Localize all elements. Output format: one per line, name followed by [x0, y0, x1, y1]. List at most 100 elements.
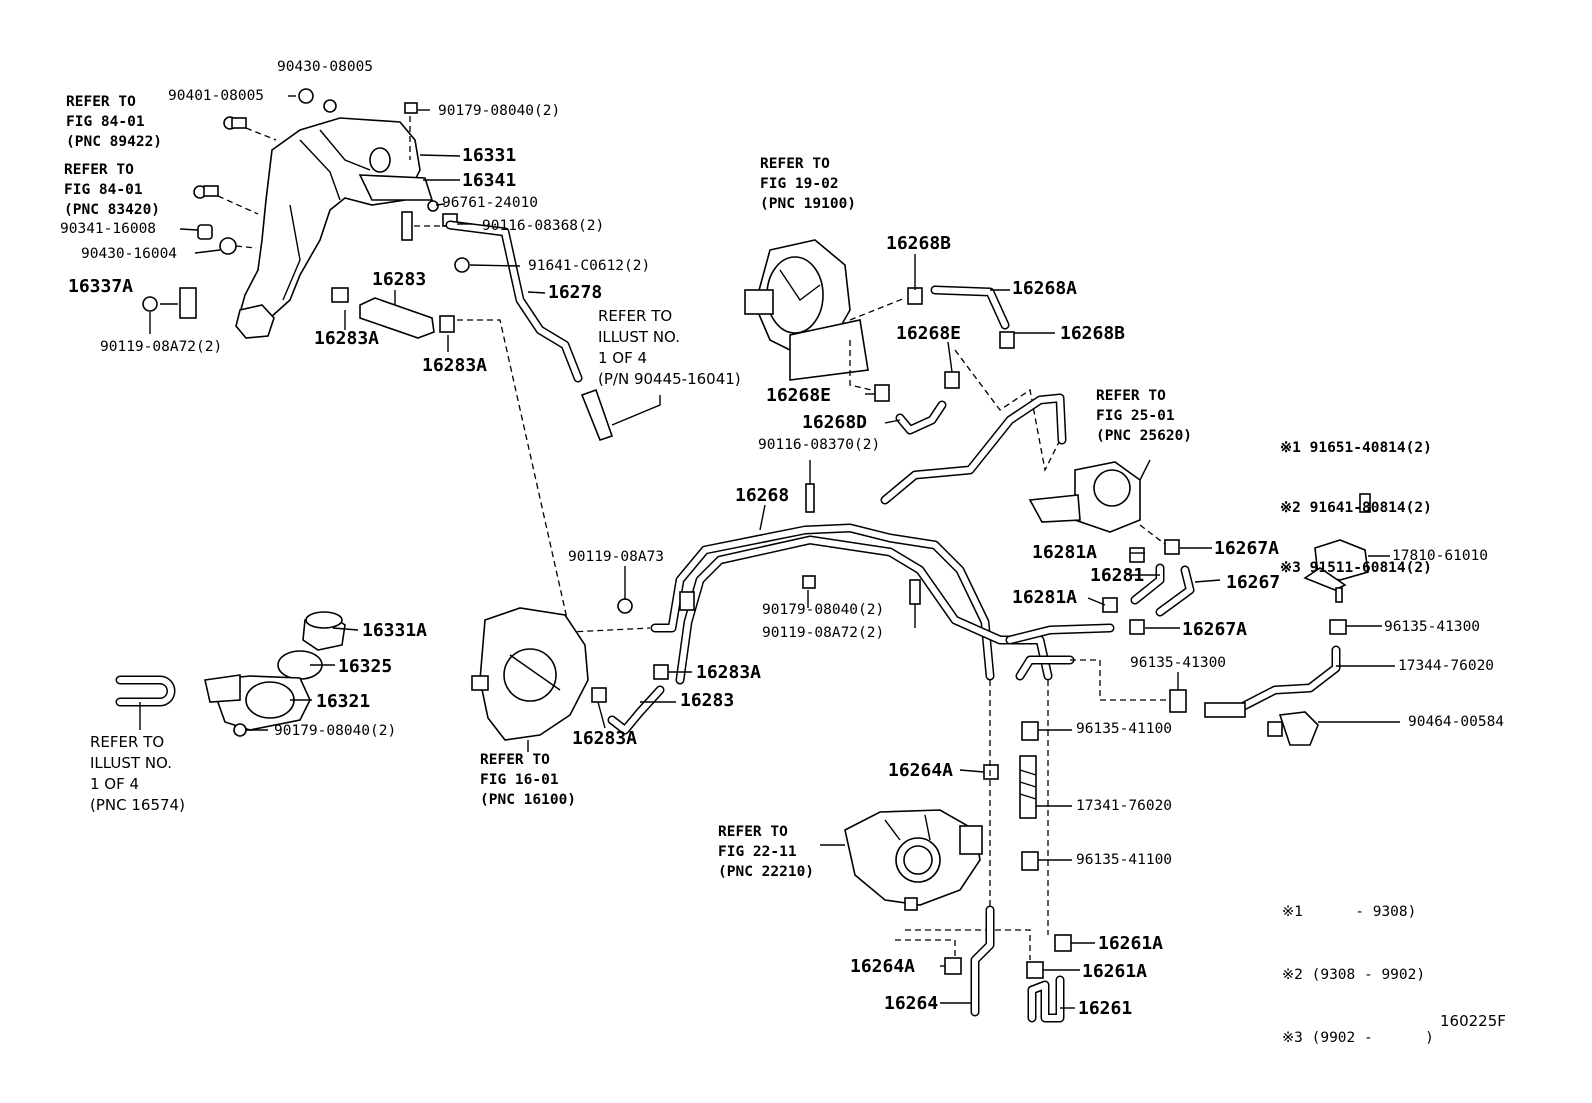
ref-line: REFER TO — [598, 307, 673, 325]
dashed-leaders-top-left — [217, 116, 651, 633]
part-label: 96761-24010 — [442, 195, 539, 211]
diagram-id: 160225F — [1440, 1012, 1506, 1030]
ref-line: ILLUST NO. — [90, 754, 173, 772]
part-label: 91641-C0612(2) — [528, 258, 651, 274]
reference-note-fig84-83420: REFER TO FIG 84-01 (PNC 83420) — [64, 160, 160, 220]
ref-line: REFER TO — [480, 752, 550, 768]
vsv-valve — [1028, 461, 1141, 533]
variant-date-line: ※3 (9902 - ) — [1282, 1030, 1434, 1046]
part-label: 16264A — [888, 760, 954, 781]
ref-line: (PNC 22210) — [718, 864, 815, 880]
throttle-body — [844, 809, 983, 911]
ref-line: REFER TO — [718, 824, 788, 840]
ref-line: FIG 19-02 — [760, 176, 839, 192]
ref-line: FIG 84-01 — [66, 114, 145, 130]
part-label: 90119-08A72(2) — [100, 339, 223, 355]
ref-line: FIG 84-01 — [64, 182, 143, 198]
variant-date-line: ※2 (9308 - 9902) — [1282, 967, 1426, 983]
part-label: 16283A — [572, 728, 638, 749]
part-label: 16278 — [548, 282, 603, 303]
part-label: 90116-08370(2) — [758, 437, 881, 453]
part-label: 17344-76020 — [1398, 658, 1495, 674]
reference-note-illust-90445: REFER TO ILLUST NO. 1 OF 4 (P/N 90445-16… — [598, 306, 741, 390]
part-label: 96135-41300 — [1130, 655, 1227, 671]
part-label: 16281A — [1032, 542, 1098, 563]
ref-line: FIG 22-11 — [718, 844, 797, 860]
reference-note-fig22: REFER TO FIG 22-11 (PNC 22210) — [718, 822, 814, 882]
ref-line: REFER TO — [64, 162, 134, 178]
part-label: 90179-08040(2) — [438, 103, 561, 119]
ref-line: REFER TO — [66, 94, 136, 110]
part-label: 16264 — [884, 993, 939, 1014]
reference-note-illust-16574: REFER TO ILLUST NO. 1 OF 4 (PNC 16574) — [90, 732, 185, 816]
part-label: 16283A — [422, 355, 488, 376]
part-label: 90179-08040(2) — [762, 602, 885, 618]
reference-note-fig16: REFER TO FIG 16-01 (PNC 16100) — [480, 750, 576, 810]
reference-note-fig25: REFER TO FIG 25-01 (PNC 25620) — [1096, 386, 1192, 446]
part-label: 90430-08005 — [277, 59, 374, 75]
thermostat-group — [204, 611, 346, 737]
ref-line: (PNC 89422) — [66, 134, 163, 150]
ref-line: (PNC 25620) — [1096, 428, 1193, 444]
reference-note-fig19: REFER TO FIG 19-02 (PNC 19100) — [760, 154, 856, 214]
part-label: 16267A — [1182, 619, 1248, 640]
leader-lines — [139, 95, 1400, 1009]
part-label: 90401-08005 — [168, 88, 265, 104]
reference-note-fig84-89422: REFER TO FIG 84-01 (PNC 89422) — [66, 92, 162, 152]
part-label: 16261 — [1078, 998, 1133, 1019]
ref-line: (PNC 19100) — [760, 196, 857, 212]
variant-part-list: ※1 91651-40814(2) ※2 91641-80814(2) ※3 9… — [1280, 398, 1432, 598]
variant-date-legend: ※1 - 9308) ※2 (9308 - 9902) ※3 (9902 - ) — [1282, 860, 1434, 1070]
ref-line: (PNC 83420) — [64, 202, 161, 218]
ref-line: REFER TO — [1096, 388, 1166, 404]
part-label: 16268B — [1060, 323, 1126, 344]
part-label: 90119-08A72(2) — [762, 625, 885, 641]
part-label: 16268A — [1012, 278, 1078, 299]
part-label: 16267 — [1226, 572, 1281, 593]
part-label: 96135-41100 — [1076, 721, 1173, 737]
ref-line: FIG 25-01 — [1096, 408, 1175, 424]
part-label: 16264A — [850, 956, 916, 977]
variant-line: ※2 91641-80814(2) — [1280, 500, 1432, 516]
small-fittings-top-left — [142, 88, 470, 333]
part-label: 16283 — [680, 690, 735, 711]
part-label: 16331A — [362, 620, 428, 641]
ref-line: 1 OF 4 — [598, 349, 648, 367]
variant-line: ※1 91651-40814(2) — [1280, 440, 1432, 456]
variant-line: ※3 91511-60814(2) — [1280, 560, 1432, 576]
part-label: 90119-08A73 — [568, 549, 665, 565]
ref-line: (PNC 16574) — [90, 796, 185, 814]
ref-line: REFER TO — [760, 156, 830, 172]
vacuum-pump — [744, 239, 869, 381]
part-label: 16321 — [316, 691, 371, 712]
part-label: 16283A — [314, 328, 380, 349]
part-label: 16268E — [896, 323, 962, 344]
water-inlet-housing — [235, 117, 434, 339]
part-label: 16261A — [1098, 933, 1164, 954]
ref-line: ILLUST NO. — [598, 328, 681, 346]
part-label: 17810-61010 — [1392, 548, 1489, 564]
vsv-90464 — [1267, 711, 1319, 746]
part-label: 90179-08040(2) — [274, 723, 397, 739]
part-label: 16268 — [735, 485, 790, 506]
part-label: 90464-00584 — [1408, 714, 1505, 730]
part-label: 16261A — [1082, 961, 1148, 982]
part-label: 16337A — [68, 276, 134, 297]
part-label: 90341-16008 — [60, 221, 157, 237]
part-label: 16325 — [338, 656, 393, 677]
vacuum-tank-17810 — [1303, 493, 1371, 603]
ref-line: REFER TO — [90, 733, 165, 751]
part-label: 90116-08368(2) — [482, 218, 605, 234]
part-label: 16268B — [886, 233, 952, 254]
part-label: 16331 — [462, 145, 517, 166]
ref-line: (PNC 16100) — [480, 792, 577, 808]
part-label: 16283 — [372, 269, 427, 290]
part-label: 16341 — [462, 170, 517, 191]
part-label: 16268D — [802, 412, 868, 433]
ref-line: (P/N 90445-16041) — [598, 370, 741, 388]
part-label: 90430-16004 — [81, 246, 178, 262]
part-label: 16281 — [1090, 565, 1145, 586]
ref-line: 1 OF 4 — [90, 775, 140, 793]
water-pump — [471, 607, 589, 741]
